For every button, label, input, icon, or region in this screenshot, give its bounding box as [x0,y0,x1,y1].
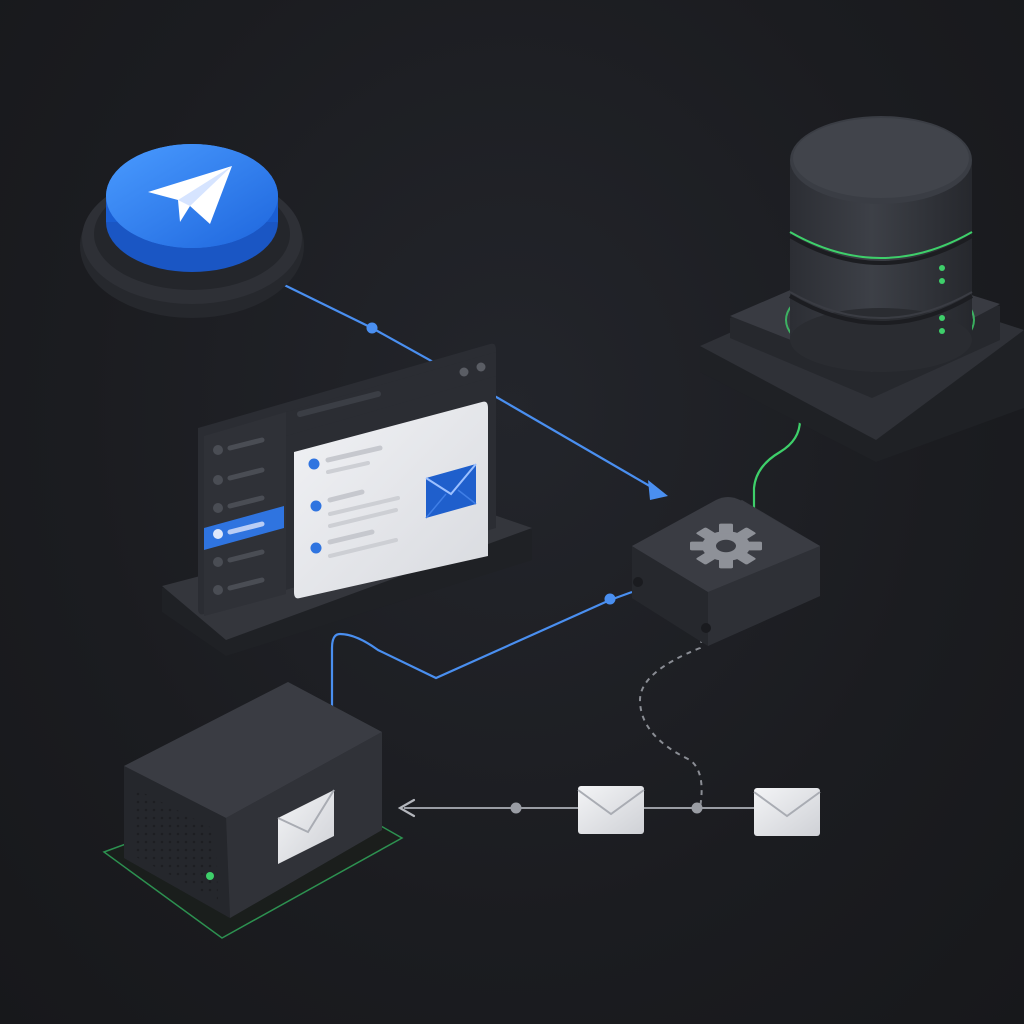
connection-processor-to-mail-server [330,590,633,708]
connection-database-to-processor [752,388,802,518]
arrow-head-icon [648,480,668,500]
database-node[interactable] [700,116,1024,462]
database-status-lights [939,265,945,334]
gear-icon [690,523,762,569]
dashboard-sidebar [204,437,284,595]
dashboard-node[interactable] [162,343,532,656]
message-envelope-2[interactable] [753,788,821,836]
connection-processor-to-queue [638,627,705,809]
port-icon [633,577,643,587]
mail-server-node[interactable] [102,682,404,939]
envelope-icon [577,789,645,816]
port-icon [701,623,711,633]
processor-node[interactable] [632,497,820,646]
connections [264,272,806,818]
paper-plane-icon [148,166,232,224]
connector-dot [510,802,522,814]
window-control-icon[interactable] [476,362,486,372]
telegram-node[interactable] [80,144,304,318]
window-control-icon[interactable] [459,367,469,377]
dashboard-content-panel [294,401,488,599]
arrow-left-icon [397,798,416,818]
envelope-icon [753,791,821,818]
connector-dot [691,802,703,814]
message-envelope-1[interactable] [577,786,645,834]
mail-icon [277,789,335,864]
mail-icon [425,463,477,519]
status-light [206,872,214,880]
connector-dot [366,322,378,334]
connector-dot [604,593,616,605]
